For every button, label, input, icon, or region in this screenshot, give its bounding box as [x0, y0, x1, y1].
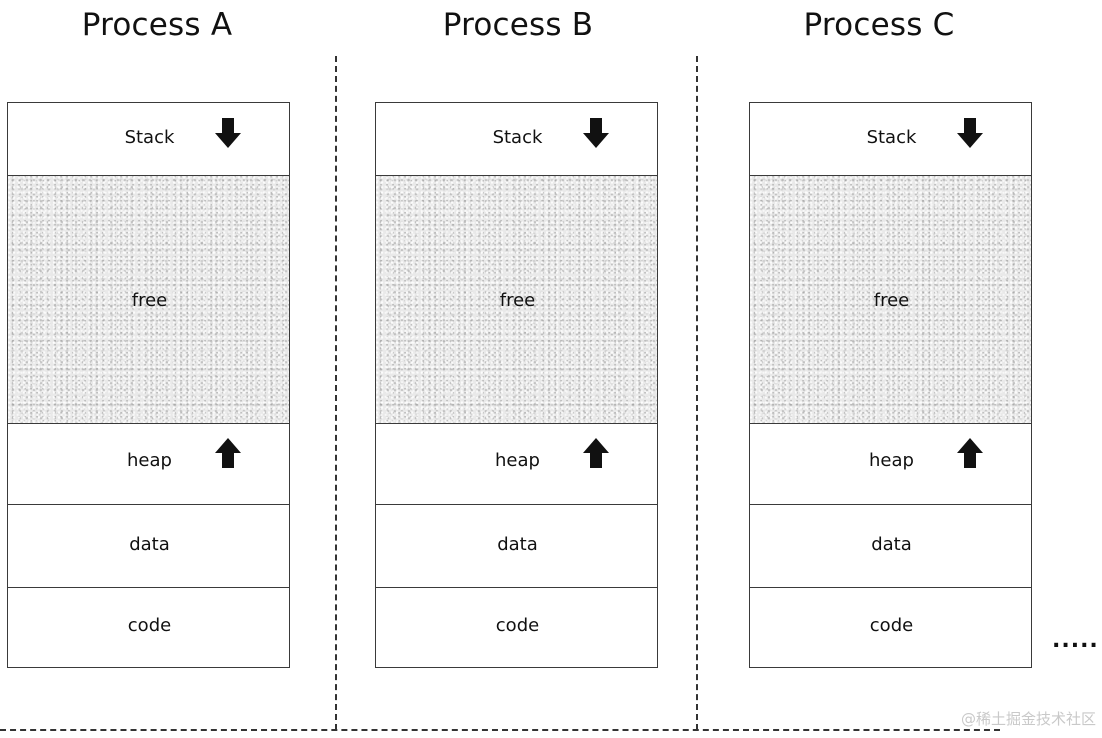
- code-segment: code: [376, 588, 657, 669]
- data-segment: data: [376, 505, 657, 588]
- heap-segment: heap: [750, 424, 1031, 505]
- process-b-title: Process B: [442, 7, 594, 43]
- arrow-up-icon: [583, 438, 609, 468]
- stack-segment: Stack: [376, 103, 657, 176]
- heap-segment: heap: [8, 424, 289, 505]
- data-segment: data: [750, 505, 1031, 588]
- heap-label: heap: [127, 450, 172, 471]
- code-label: code: [869, 615, 914, 636]
- stack-label: Stack: [124, 127, 175, 148]
- free-segment: free: [8, 176, 289, 424]
- free-segment: free: [376, 176, 657, 424]
- free-segment: free: [750, 176, 1031, 424]
- data-label: data: [871, 534, 912, 555]
- more-processes-ellipsis: .....: [1052, 628, 1099, 653]
- process-b-memory: Stack free heap data code: [375, 102, 658, 668]
- heap-label: heap: [869, 450, 914, 471]
- data-segment: data: [8, 505, 289, 588]
- arrow-down-icon: [957, 118, 983, 148]
- divider-bottom: [0, 729, 1000, 731]
- watermark: @稀土掘金技术社区: [960, 710, 1096, 728]
- stack-segment: Stack: [8, 103, 289, 176]
- arrow-down-icon: [583, 118, 609, 148]
- data-label: data: [497, 534, 538, 555]
- stack-label: Stack: [492, 127, 543, 148]
- process-a-memory: Stack free heap data code: [7, 102, 290, 668]
- free-label: free: [873, 290, 910, 311]
- divider-a-b: [335, 56, 337, 730]
- code-label: code: [127, 615, 172, 636]
- stack-label: Stack: [866, 127, 917, 148]
- free-label: free: [131, 290, 168, 311]
- process-a-title: Process A: [81, 7, 233, 43]
- stack-segment: Stack: [750, 103, 1031, 176]
- arrow-up-icon: [957, 438, 983, 468]
- process-c-title: Process C: [803, 7, 955, 43]
- arrow-up-icon: [215, 438, 241, 468]
- free-label: free: [499, 290, 536, 311]
- divider-b-c: [696, 56, 698, 730]
- data-label: data: [129, 534, 170, 555]
- arrow-down-icon: [215, 118, 241, 148]
- code-segment: code: [750, 588, 1031, 669]
- heap-label: heap: [495, 450, 540, 471]
- heap-segment: heap: [376, 424, 657, 505]
- code-segment: code: [8, 588, 289, 669]
- process-c-memory: Stack free heap data code: [749, 102, 1032, 668]
- code-label: code: [495, 615, 540, 636]
